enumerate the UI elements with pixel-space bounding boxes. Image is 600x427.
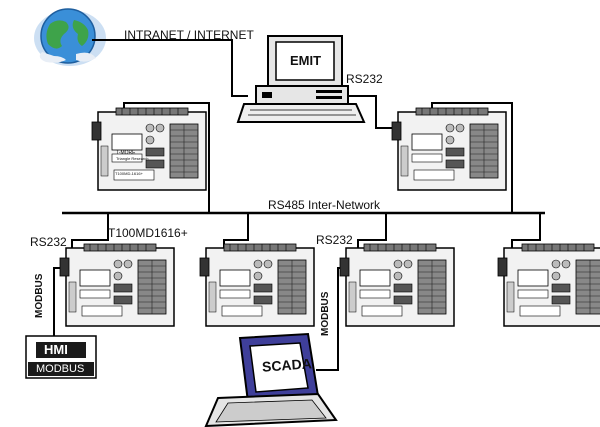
modbus-mid-label: MODBUS (320, 291, 331, 336)
plc-board-top-right (391, 107, 507, 191)
scada-screen-text: SCADA (261, 355, 313, 375)
rs232-left-label: RS232 (30, 235, 67, 249)
globe-icon (34, 8, 106, 66)
rs485-label: RS485 Inter-Network (268, 198, 381, 212)
board-brand: T-MORE (116, 150, 136, 156)
pc-screen-text: EMIT (290, 53, 322, 68)
rs232-mid-label: RS232 (316, 233, 353, 247)
pc-rs232-link (342, 95, 398, 129)
hmi-panel-icon (25, 335, 97, 379)
hmi-modbus-link (53, 267, 64, 336)
modbus-left-label: MODBUS (34, 273, 45, 318)
hmi-subtitle: MODBUS (36, 363, 85, 375)
plc-board-bottom-4 (497, 243, 600, 327)
internet-label: INTRANET / INTERNET (124, 28, 254, 42)
model-label: T100MD1616+ (108, 226, 188, 240)
internet-link (92, 39, 248, 97)
plc-board-bottom-1 (59, 243, 175, 327)
rs232-top-label: RS232 (346, 72, 383, 86)
board-sub: Triangle Research (116, 156, 149, 161)
plc-board-bottom-2 (199, 243, 315, 327)
plc-board-bottom-3 (339, 243, 455, 327)
scada-laptop-icon (204, 332, 338, 427)
hmi-title: HMI (44, 342, 68, 357)
pc-computer-icon (236, 35, 366, 123)
board-model: T100MD-1616+ (115, 171, 143, 176)
plc-board-top-left (91, 107, 207, 191)
